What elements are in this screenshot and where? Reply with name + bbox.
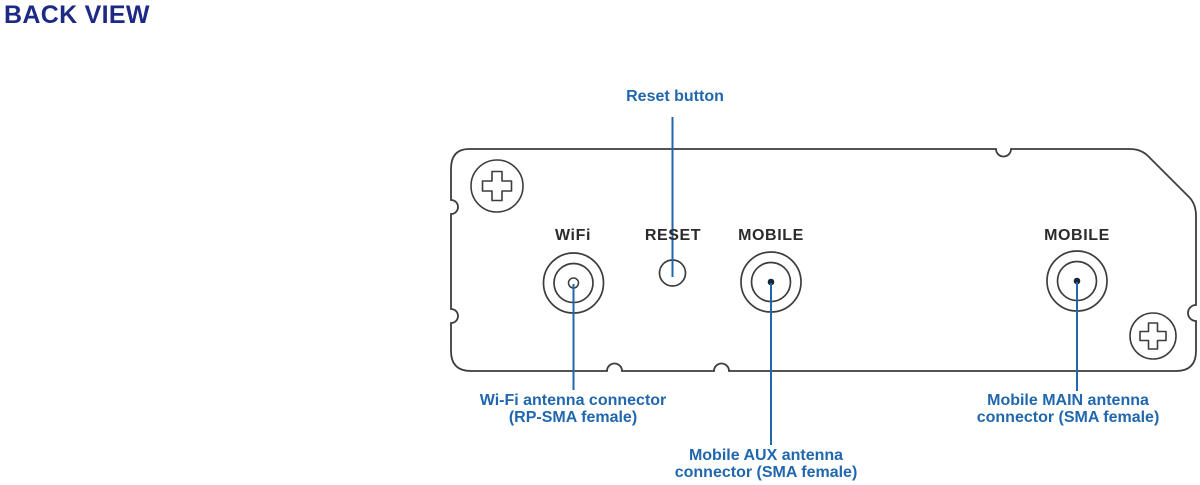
port-label-mobile-main: MOBILE <box>1044 227 1110 244</box>
port-label-wifi: WiFi <box>554 227 592 244</box>
callout-mobile-main-line2: connector (SMA female) <box>976 409 1160 426</box>
port-label-mobile-aux: MOBILE <box>738 227 804 244</box>
callout-mobile-aux-antenna: Mobile AUX antenna connector (SMA female… <box>626 447 906 481</box>
port-label-reset: RESET <box>644 227 702 244</box>
phillips-screw-top-left-icon <box>470 159 524 213</box>
mobile-main-connector <box>1046 250 1108 312</box>
phillips-screw-bottom-right-icon <box>1129 312 1177 360</box>
callout-reset-line1: Reset button <box>626 88 724 105</box>
callout-mobile-aux-line2: connector (SMA female) <box>674 464 858 481</box>
callout-mobile-aux-line1: Mobile AUX antenna <box>688 447 844 464</box>
callout-wifi-line1: Wi-Fi antenna connector <box>479 392 667 409</box>
callout-mobile-main-line1: Mobile MAIN antenna <box>987 392 1149 409</box>
callout-reset-button: Reset button <box>535 88 815 105</box>
page-title: BACK VIEW <box>4 1 150 29</box>
panel-outline <box>450 148 1197 372</box>
callout-wifi-antenna: Wi-Fi antenna connector (RP-SMA female) <box>433 392 713 426</box>
callout-wifi-line2: (RP-SMA female) <box>508 409 638 426</box>
wifi-connector <box>542 252 605 314</box>
mobile-aux-connector <box>740 251 802 313</box>
callout-mobile-main-antenna: Mobile MAIN antenna connector (SMA femal… <box>928 392 1200 426</box>
